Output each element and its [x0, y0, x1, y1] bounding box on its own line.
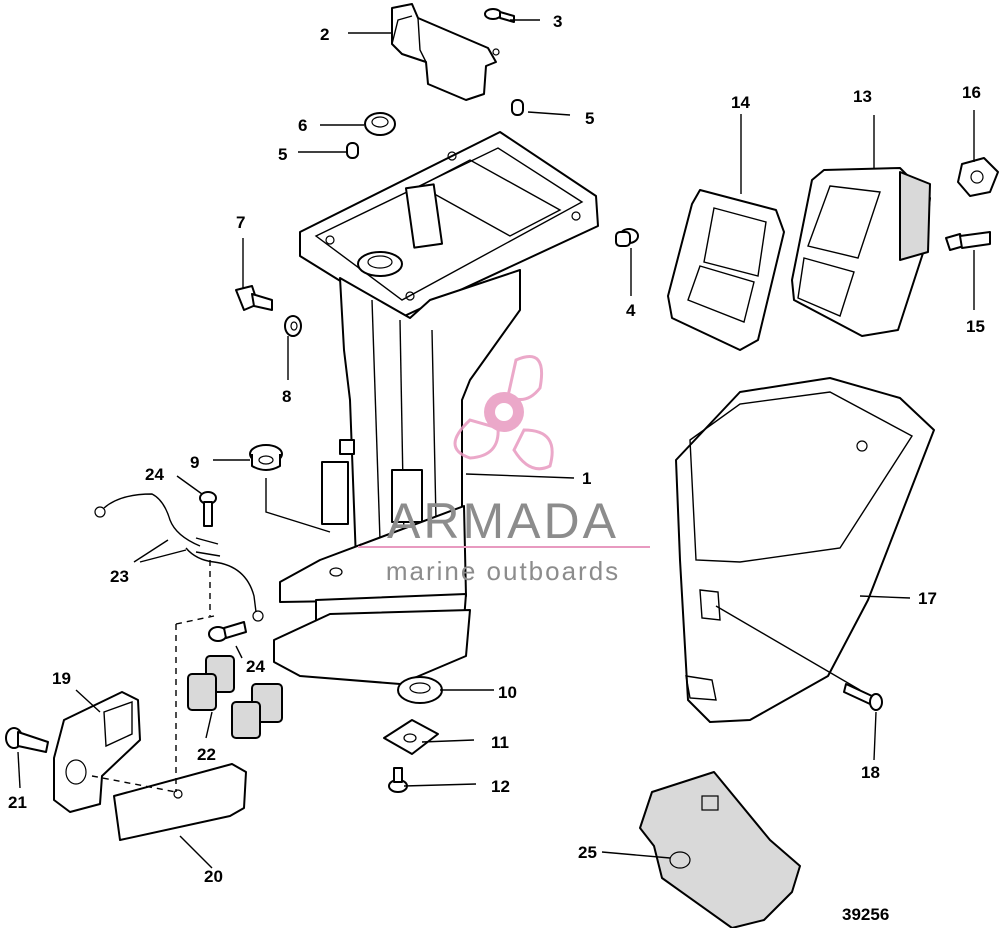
part-14-gasket [667, 189, 785, 351]
part-8-washer [284, 315, 302, 337]
callout-14: 14 [731, 93, 750, 112]
part-11-clip [383, 719, 439, 755]
callout-8: 8 [282, 387, 291, 406]
part-7-bolt [235, 285, 273, 311]
part-3-screw [484, 8, 515, 23]
part-20-cover [113, 763, 247, 841]
callout-2: 2 [320, 25, 329, 44]
callout-3: 3 [553, 12, 562, 31]
callout-24-upper: 24 [145, 465, 164, 484]
part-22-pads [187, 655, 283, 739]
part-2-bracket [391, 3, 500, 101]
watermark-brand: ARMADA [387, 493, 619, 549]
part-16-nut [957, 157, 999, 197]
leader-lines [17, 19, 975, 869]
callout-17: 17 [918, 589, 937, 608]
callout-15: 15 [966, 317, 985, 336]
part-24-screw-lower [208, 621, 247, 642]
callout-12: 12 [491, 777, 510, 796]
callout-24-lower: 24 [246, 657, 265, 676]
part-17-lower-cowl [675, 377, 935, 723]
part-24-screw-upper [199, 491, 217, 527]
callout-25: 25 [578, 843, 597, 862]
callout-numbers: 2 3 5 6 5 14 13 16 7 4 15 8 9 1 24 23 17… [8, 12, 985, 886]
part-5-dowel-left [346, 142, 359, 159]
callout-4: 4 [626, 301, 636, 320]
callout-19: 19 [52, 669, 71, 688]
part-10-grommet [397, 676, 443, 704]
callout-20: 20 [204, 867, 223, 886]
part-18-screw [843, 683, 883, 711]
callout-23: 23 [110, 567, 129, 586]
part-13-adapter-plate [791, 167, 931, 337]
callout-5-lower: 5 [278, 145, 287, 164]
callout-18: 18 [861, 763, 880, 782]
part-25-cover-plate [639, 771, 801, 928]
part-19-bracket [53, 691, 141, 813]
callout-16: 16 [962, 83, 981, 102]
callout-7: 7 [236, 213, 245, 232]
callout-22: 22 [197, 745, 216, 764]
part-4-fitting [615, 228, 639, 247]
callout-13: 13 [853, 87, 872, 106]
callout-1: 1 [582, 469, 591, 488]
callout-11: 11 [491, 733, 509, 752]
part-23-ground-wires [94, 493, 264, 622]
figure-number: 39256 [842, 905, 889, 924]
part-9-grommet [249, 444, 283, 471]
part-6-ring [364, 112, 396, 136]
watermark-propeller-logo [453, 355, 554, 471]
callout-21: 21 [8, 793, 27, 812]
part-12-screw [388, 767, 408, 793]
callout-10: 10 [498, 683, 517, 702]
part-1-driveshaft-housing [273, 131, 599, 685]
part-5-dowel-right [511, 99, 524, 116]
callout-9: 9 [190, 453, 199, 472]
watermark-tagline: marine outboards [386, 556, 620, 586]
part-15-bolt [945, 231, 991, 251]
callout-6: 6 [298, 116, 307, 135]
part-21-bolt [5, 727, 49, 753]
callout-5-upper: 5 [585, 109, 594, 128]
